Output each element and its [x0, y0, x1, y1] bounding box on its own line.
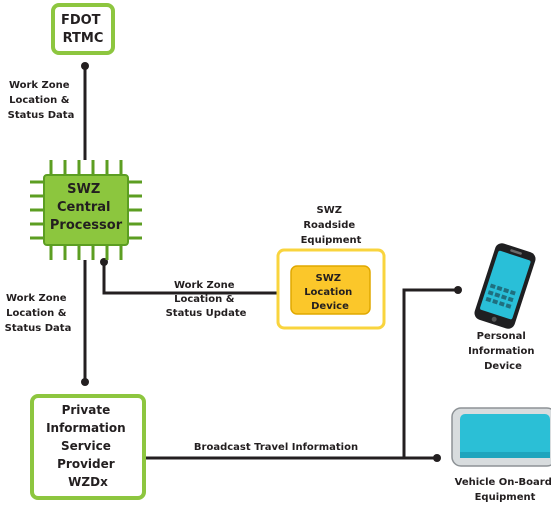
- node-personal-device: Personal Information Device: [468, 243, 538, 372]
- node-roadside-equipment: SWZ Roadside Equipment SWZ Location Devi…: [276, 205, 386, 330]
- node-fdot-rtmc: FDOT RTMC: [51, 3, 115, 55]
- private-provider-label: Private Information Service Provider WZD…: [46, 403, 130, 489]
- connectors: [83, 66, 458, 460]
- fdot-rtmc-label: FDOT RTMC: [61, 13, 105, 46]
- vehicle-display-icon: [451, 407, 551, 467]
- dot-personal-device: [454, 286, 462, 294]
- label-broadcast: Broadcast Travel Information: [194, 442, 358, 453]
- dot-provider: [81, 378, 89, 386]
- location-device-box: [290, 265, 371, 315]
- connector-dots: [81, 62, 462, 462]
- edge-processor-location-device: [102, 262, 278, 295]
- central-processor-label: SWZ Central Processor: [50, 182, 123, 233]
- dot-rtmc: [81, 62, 89, 70]
- personal-device-label: Personal Information Device: [468, 331, 538, 372]
- dot-vehicle: [433, 454, 441, 462]
- roadside-equipment-title: SWZ Roadside Equipment: [301, 205, 362, 246]
- location-device-label: SWZ Location Device: [304, 273, 356, 312]
- edge-broadcast-personal-device: [402, 288, 458, 458]
- node-vehicle-equipment: Vehicle On-Board Equipment: [451, 407, 551, 503]
- vehicle-equipment-label: Vehicle On-Board Equipment: [455, 477, 551, 503]
- phone-icon: [474, 243, 536, 329]
- label-processor-provider: Work Zone Location & Status Data: [5, 293, 72, 334]
- node-private-provider: Private Information Service Provider WZD…: [30, 394, 146, 500]
- fdot-rtmc-box: [51, 3, 115, 55]
- private-provider-box: [30, 394, 146, 500]
- node-central-processor: SWZ Central Processor: [30, 160, 142, 260]
- label-device-processor: Work Zone Location & Status Update: [166, 280, 247, 319]
- label-rtmc-processor: Work Zone Location & Status Data: [8, 80, 75, 121]
- chip-body: [43, 174, 129, 246]
